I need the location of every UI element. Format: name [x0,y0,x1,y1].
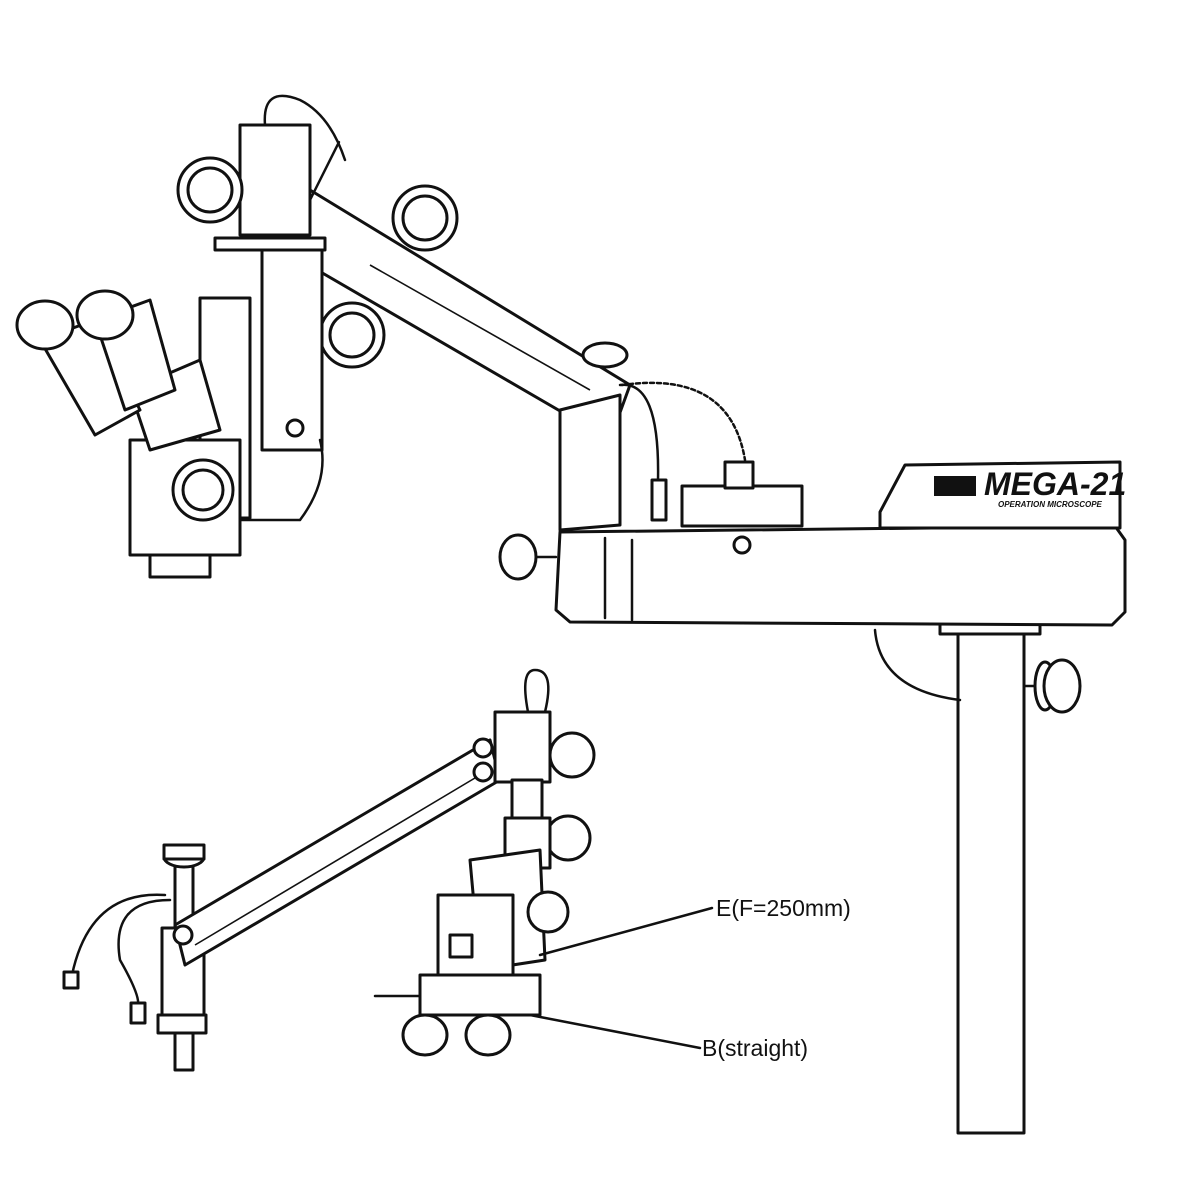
wall-mount-arm [172,737,502,967]
stand-base-box [554,460,1127,702]
arm-knobs [318,184,459,369]
callout-binocular-straight: B(straight) [702,1035,809,1061]
pole-knob [1022,658,1082,714]
brand-subtitle: OPERATION MICROSCOPE [998,500,1102,509]
callout-eyepiece-focal: E(F=250mm) [716,895,851,921]
wall-mount-head [373,668,596,1057]
wall-mount-post [62,843,208,1072]
brand-name: MEGA-21 [984,466,1127,502]
callout-leaders [528,906,714,1050]
eyepieces [15,289,177,437]
upper-arm [298,140,747,532]
microscope-head [128,94,347,579]
brand-plate [934,476,976,496]
side-knob [498,533,558,581]
